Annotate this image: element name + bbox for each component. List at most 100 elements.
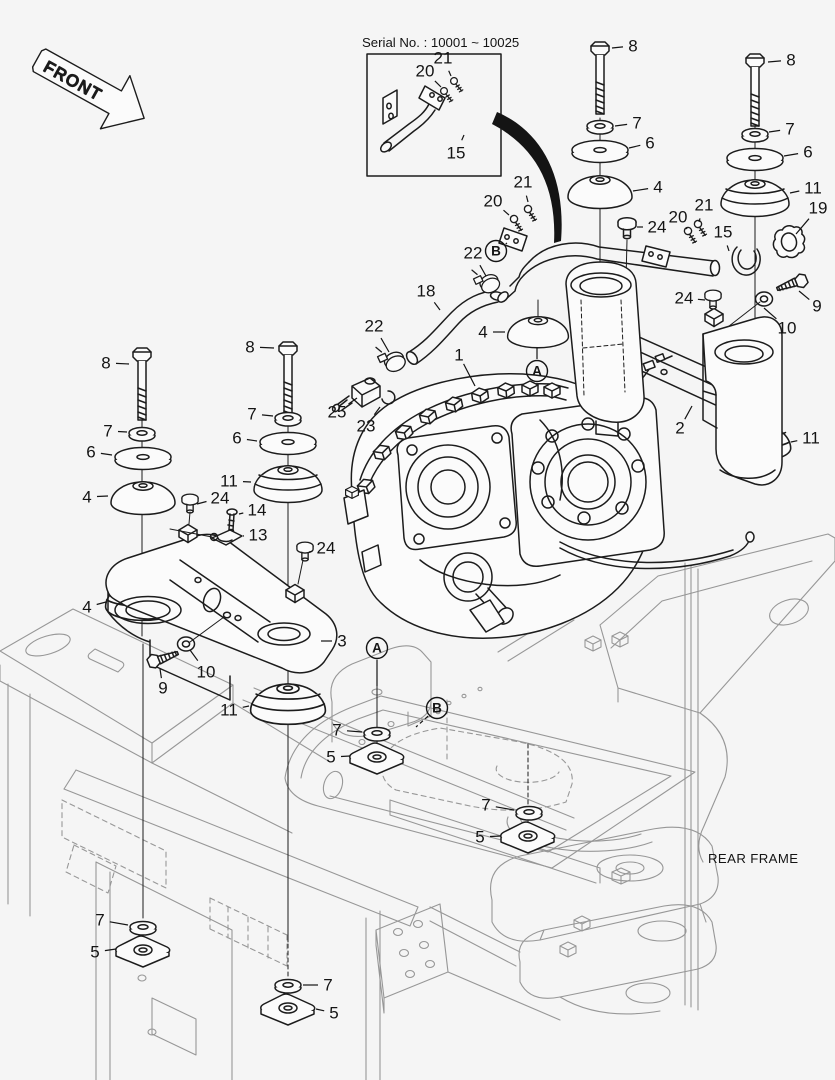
hose-and-fittings [331,269,505,413]
callout-8: 8 [767,51,796,70]
svg-text:20: 20 [669,208,688,227]
svg-text:6: 6 [645,134,654,153]
callout-7: 7 [481,796,515,815]
callout-4: 4 [478,323,505,342]
callout-11: 11 [220,701,250,720]
svg-text:4: 4 [82,488,91,507]
svg-text:6: 6 [86,443,95,462]
svg-text:23: 23 [357,417,376,436]
mount-a-position [506,299,570,349]
callout-9: 9 [798,290,822,316]
svg-text:7: 7 [95,911,104,930]
callout-5: 5 [326,748,351,767]
svg-text:7: 7 [332,721,341,740]
ref-marker-A: A [365,636,389,686]
svg-text:7: 7 [481,796,490,815]
callout-20: 20 [484,192,510,216]
callout-24: 24 [196,489,230,508]
svg-text:21: 21 [514,173,533,192]
callout-7: 7 [95,911,129,930]
svg-text:7: 7 [632,114,641,133]
callout-9: 9 [158,668,168,698]
svg-text:11: 11 [802,429,820,448]
callout-20: 20 [669,208,688,230]
svg-text:10: 10 [778,319,797,338]
callout-23: 23 [357,406,381,436]
svg-text:13: 13 [249,526,268,545]
callout-7: 7 [332,721,363,740]
callout-5: 5 [90,943,117,962]
callout-4: 4 [82,488,109,507]
svg-text:11: 11 [220,472,238,491]
callout-20: 20 [416,62,442,88]
support-weldment-2 [565,261,783,486]
svg-text:A: A [372,641,382,656]
callout-21: 21 [695,196,714,223]
callout-10: 10 [189,649,215,682]
callout-3: 3 [321,632,347,651]
support-weldment-3 [105,493,338,701]
callout-1: 1 [454,346,476,387]
svg-text:19: 19 [809,199,828,218]
svg-text:A: A [532,364,542,379]
svg-text:24: 24 [211,489,230,508]
svg-text:2: 2 [675,419,684,438]
svg-text:7: 7 [247,405,256,424]
callout-25: 25 [328,397,358,422]
svg-text:15: 15 [714,223,733,242]
svg-text:18: 18 [417,282,436,301]
callout-21: 21 [514,173,533,203]
svg-text:8: 8 [628,37,637,56]
inset-pointer-swoosh [492,112,562,243]
callout-22: 22 [365,317,390,353]
svg-text:3: 3 [337,632,346,651]
callout-22: 22 [464,244,487,277]
svg-text:5: 5 [329,1004,338,1023]
svg-text:15: 15 [447,144,466,163]
svg-text:8: 8 [245,338,254,357]
callout-19: 19 [795,199,828,235]
svg-text:4: 4 [653,178,662,197]
inset-bracket-15 [379,76,466,153]
svg-text:22: 22 [464,244,483,263]
callout-10: 10 [763,307,797,338]
ref-marker-B: B [415,696,449,728]
callout-5: 5 [315,1004,339,1023]
callout-6: 6 [232,429,258,448]
svg-text:7: 7 [785,120,794,139]
fixing-point-left [115,920,171,968]
svg-text:4: 4 [82,598,91,617]
transmission-assembly [343,353,755,639]
callout-7: 7 [247,405,274,424]
callout-7: 7 [768,120,795,139]
callout-4: 4 [82,598,107,617]
callout-6: 6 [86,443,113,462]
callout-24: 24 [637,218,666,237]
callout-2: 2 [675,405,693,438]
svg-text:4: 4 [478,323,487,342]
svg-text:B: B [491,244,501,259]
svg-text:5: 5 [90,943,99,962]
svg-text:5: 5 [326,748,335,767]
svg-text:11: 11 [220,701,238,720]
svg-text:21: 21 [695,196,714,215]
svg-text:B: B [432,701,442,716]
svg-text:8: 8 [101,354,110,373]
callout-11: 11 [789,179,822,198]
svg-text:24: 24 [317,539,336,558]
svg-text:8: 8 [786,51,795,70]
svg-text:1: 1 [454,346,463,365]
svg-text:11: 11 [804,179,822,198]
svg-text:6: 6 [232,429,241,448]
svg-text:9: 9 [158,679,167,698]
serial-note-title: Serial No. : 10001 ~ 10025 [362,35,519,50]
ref-marker-B: B [484,239,508,263]
fixing-point-b [500,743,556,854]
svg-text:14: 14 [248,501,267,520]
fixing-point-mid [260,978,316,1026]
svg-text:7: 7 [103,422,112,441]
callout-18: 18 [417,282,441,311]
callout-11: 11 [790,429,820,448]
